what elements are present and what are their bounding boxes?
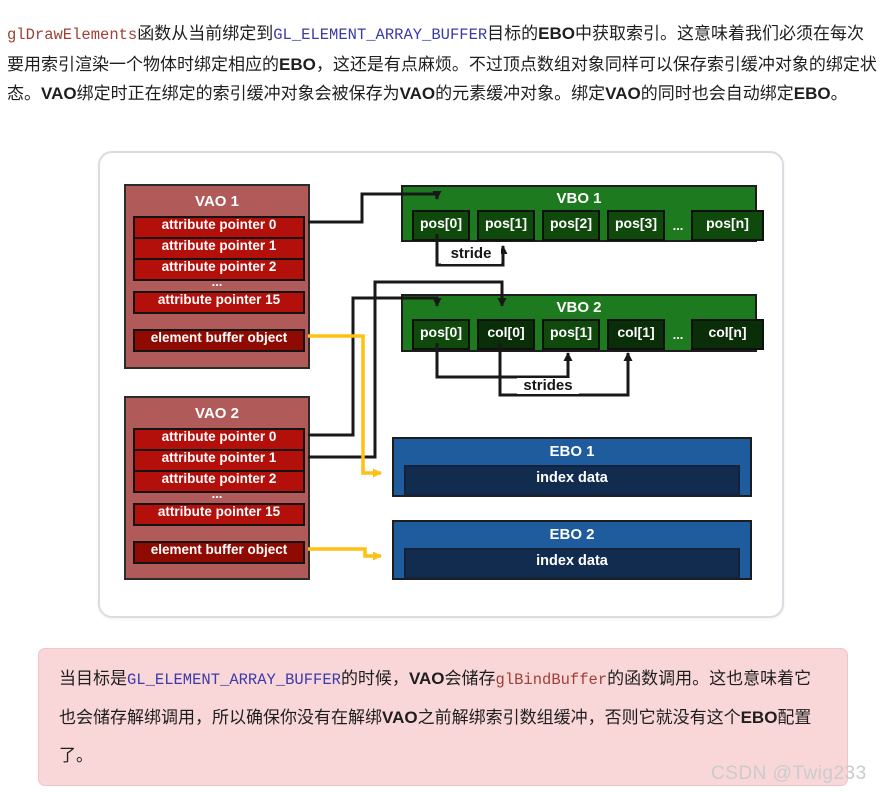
- vao1-ellipsis: ...: [211, 274, 223, 289]
- text-run: 函数从当前绑定到: [137, 24, 274, 43]
- vao2-ellipsis: ...: [211, 486, 223, 501]
- vbo1-cell-pos2: pos[2]: [542, 210, 600, 241]
- text-run: 中获取索引。这意味着我们必须在每次要用索引渲染一个物体时绑定相应的: [7, 24, 865, 74]
- bold-term: VAO: [408, 669, 445, 688]
- text-run: 当目标是: [59, 669, 127, 688]
- text-run: 的函数调用。这也意味着它也会储存解绑调用，所以确保你没有在解绑: [59, 669, 812, 727]
- vbo2-cell-col0: col[0]: [477, 319, 535, 350]
- text-run: 之前解绑索引数组缓冲，否则它就没有这个: [417, 708, 741, 727]
- bold-term: VAO: [41, 84, 77, 103]
- vao1-attribute-pointer-1: attribute pointer 1: [133, 237, 305, 260]
- text-run: ，这还是有点麻烦。不过顶点数组对象同样可以保存索引缓冲对象的绑定状态。: [7, 55, 877, 103]
- ebo1-box: EBO 1 index data: [392, 437, 752, 497]
- inline-code-function: glBindBuffer: [495, 671, 608, 689]
- note-box: 当目标是GL_ELEMENT_ARRAY_BUFFER的时候，VAO会储存glB…: [38, 648, 848, 786]
- text-run: 目标的: [487, 24, 539, 43]
- bold-term: VAO: [605, 84, 641, 103]
- text-run: 的同时也会自动绑定: [640, 84, 794, 103]
- bold-term: EBO: [793, 84, 831, 103]
- text-run: 。: [830, 84, 848, 103]
- text-run: 会储存: [444, 669, 496, 688]
- text-run: 的元素缓冲对象。绑定: [435, 84, 606, 103]
- vao2-attribute-pointer-2: attribute pointer 2: [133, 470, 305, 493]
- vbo2-cells: pos[0] col[0] pos[1] col[1] ... col[n]: [412, 319, 764, 350]
- vbo1-cell-pos3: pos[3]: [607, 210, 665, 241]
- bold-term: VAO: [382, 708, 418, 727]
- bold-term: EBO: [538, 24, 576, 43]
- inline-code-function: glDrawElements: [7, 26, 138, 44]
- vbo2-cell-pos1: pos[1]: [542, 319, 600, 350]
- vao1-attribute-pointer-2: attribute pointer 2: [133, 258, 305, 281]
- vbo2-cell-pos0: pos[0]: [412, 319, 470, 350]
- csdn-watermark: CSDN @Twig233: [711, 763, 867, 784]
- text-run: 的时候，: [340, 669, 409, 688]
- vbo1-cell-posn: pos[n]: [691, 210, 764, 241]
- bold-term: VAO: [399, 84, 436, 103]
- vbo2-cell-col1: col[1]: [607, 319, 665, 350]
- inline-code-constant: GL_ELEMENT_ARRAY_BUFFER: [273, 26, 488, 44]
- vao2-attribute-pointer-1: attribute pointer 1: [133, 449, 305, 472]
- vao2-attribute-pointer-15: attribute pointer 15: [133, 503, 305, 526]
- ebo1-index-data: index data: [404, 465, 740, 496]
- stride-label: stride: [441, 244, 501, 264]
- bold-term: EBO: [279, 55, 316, 74]
- vbo2-ellipsis: ...: [672, 327, 684, 342]
- vao1-attribute-pointer-15: attribute pointer 15: [133, 291, 305, 314]
- ebo2-box: EBO 2 index data: [392, 520, 752, 580]
- vbo1-cell-pos1: pos[1]: [477, 210, 535, 241]
- vao2-element-buffer-object-row: element buffer object: [133, 541, 305, 564]
- vao2-title: VAO 2: [195, 405, 239, 422]
- strides-label: strides: [517, 378, 579, 394]
- vbo2-title: VBO 2: [556, 299, 602, 316]
- vao-vbo-ebo-diagram[interactable]: VAO 1 attribute pointer 0 attribute poin…: [98, 151, 784, 618]
- vbo1-ellipsis: ...: [672, 218, 684, 233]
- vbo1-box: VBO 1 pos[0] pos[1] pos[2] pos[3] ... po…: [401, 185, 764, 242]
- vbo2-cell-coln: col[n]: [691, 319, 764, 350]
- vao1-title: VAO 1: [195, 193, 239, 210]
- vbo1-title: VBO 1: [556, 190, 602, 207]
- vao1-attribute-pointer-0: attribute pointer 0: [133, 216, 305, 239]
- inline-code-constant: GL_ELEMENT_ARRAY_BUFFER: [127, 671, 341, 689]
- bold-term: EBO: [740, 708, 778, 727]
- vbo2-box: VBO 2 pos[0] col[0] pos[1] col[1] ... co…: [401, 294, 764, 352]
- ebo2-index-data: index data: [404, 548, 740, 579]
- text-run: 绑定时正在绑定的索引缓冲对象会被保存为: [76, 84, 400, 103]
- text-run: 配置了。: [59, 708, 812, 765]
- vao1-element-buffer-object-row: element buffer object: [133, 329, 305, 352]
- vbo1-cell-pos0: pos[0]: [412, 210, 470, 241]
- vao2-attribute-pointer-0: attribute pointer 0: [133, 428, 305, 451]
- ebo1-title: EBO 1: [549, 443, 595, 460]
- intro-paragraph: glDrawElements函数从当前绑定到GL_ELEMENT_ARRAY_B…: [7, 19, 877, 108]
- vao1-box: VAO 1 attribute pointer 0 attribute poin…: [124, 184, 310, 369]
- ebo2-title: EBO 2: [549, 526, 595, 543]
- vbo1-cells: pos[0] pos[1] pos[2] pos[3] ... pos[n]: [412, 210, 764, 241]
- vao2-box: VAO 2 attribute pointer 0 attribute poin…: [124, 396, 310, 580]
